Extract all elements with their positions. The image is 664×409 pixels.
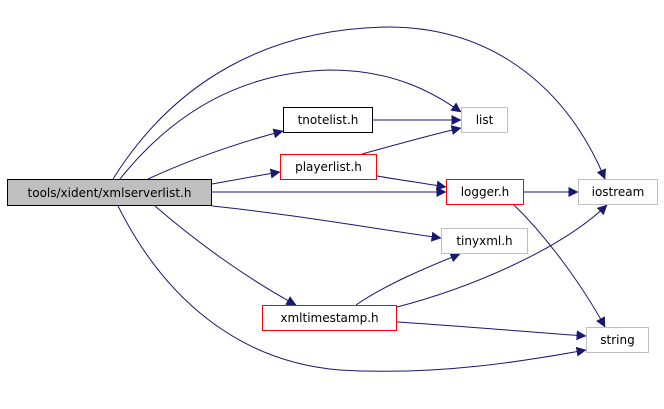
node-xmltimestamp-h[interactable]: xmltimestamp.h [262,305,397,331]
edge-xmlserverlist-h-to-iostream [112,26,606,180]
node-logger-h[interactable]: logger.h [446,179,524,205]
edge-playerlist-h-to-logger-h [376,175,447,191]
edge-xmlserverlist-h-to-xmltimestamp-h [154,205,297,306]
node-xmlserverlist-h[interactable]: tools/xident/xmlserverlist.h [7,179,212,206]
edge-xmltimestamp-h-to-iostream [396,204,608,308]
edge-xmlserverlist-h-to-tnotelist-h [147,128,284,180]
edge-xmlserverlist-h-to-playerlist-h [211,168,281,185]
edge-xmlserverlist-h-to-string [117,205,587,372]
edge-xmlserverlist-h-to-tinyxml-h [211,205,442,242]
edge-xmltimestamp-h-to-tinyxml-h [355,252,461,306]
node-tinyxml-h: tinyxml.h [441,228,528,254]
edge-playerlist-h-to-list [361,125,462,155]
node-string: string [586,327,649,353]
node-playerlist-h[interactable]: playerlist.h [280,154,377,180]
node-list: list [461,107,508,133]
edge-xmltimestamp-h-to-string [396,321,587,341]
node-iostream: iostream [578,179,658,205]
edge-logger-h-to-string [513,204,606,328]
node-tnotelist-h[interactable]: tnotelist.h [283,107,373,133]
edge-xmlserverlist-h-to-list [119,69,462,180]
